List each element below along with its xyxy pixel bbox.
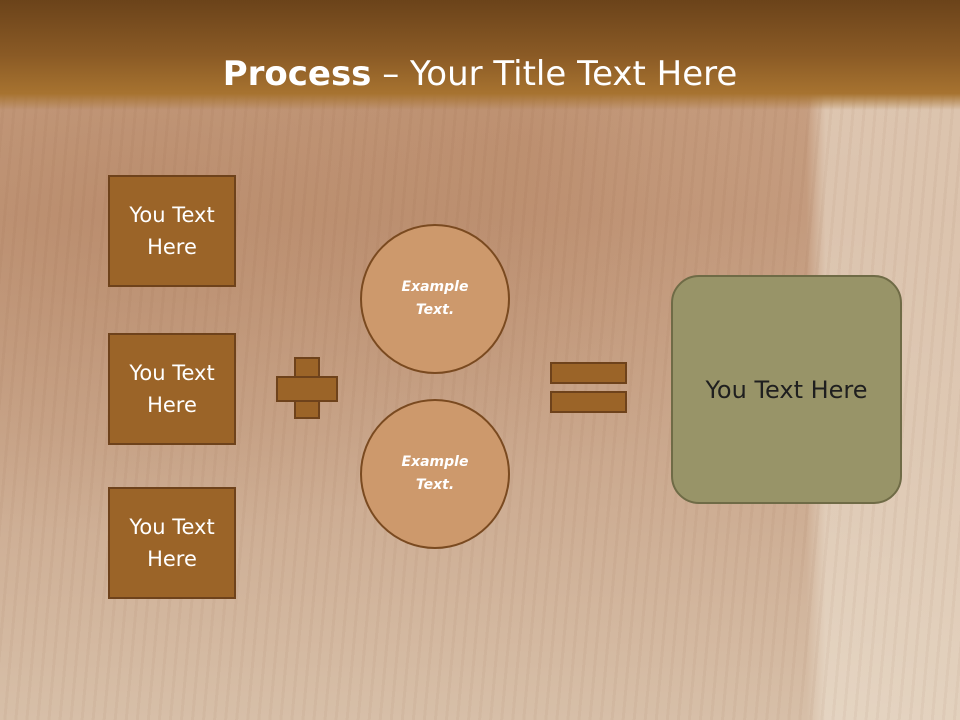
input-box-label: You Text Here [129,203,215,259]
plus-center [296,378,318,400]
input-box-label: You Text Here [129,361,215,417]
example-circle-1: Example Text. [360,224,510,374]
result-box: You Text Here [671,275,902,504]
circle-label: Example Text. [401,454,469,493]
circle-label: Example Text. [401,279,469,318]
title-bold: Process [222,54,372,94]
title-bar [0,0,960,110]
equals-top-bar [550,362,627,384]
example-circle-2: Example Text. [360,399,510,549]
slide-title: Process – Your Title Text Here [0,52,960,96]
equals-bottom-bar [550,391,627,413]
input-box-3: You Text Here [108,487,236,599]
input-box-label: You Text Here [129,515,215,571]
result-label: You Text Here [705,375,868,404]
input-box-2: You Text Here [108,333,236,445]
input-box-1: You Text Here [108,175,236,287]
title-rest: – Your Title Text Here [371,54,738,94]
